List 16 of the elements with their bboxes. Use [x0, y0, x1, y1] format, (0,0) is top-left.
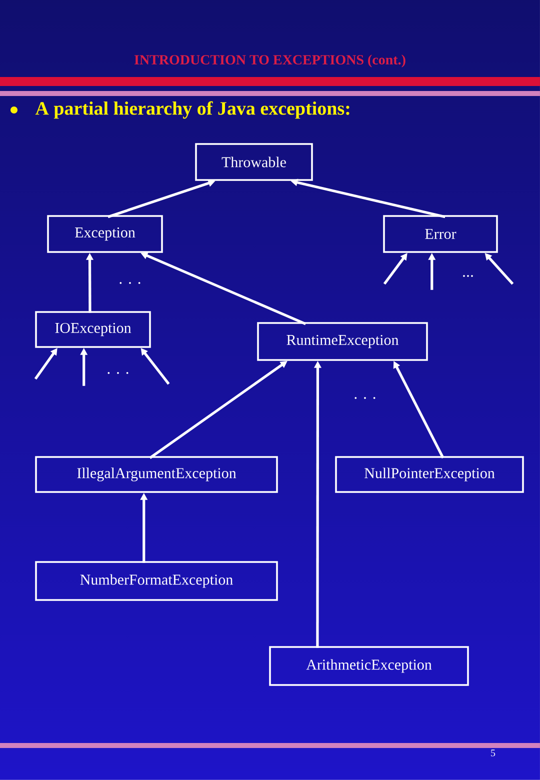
ellipsis: . . . — [354, 397, 376, 399]
class-box: NullPointerException — [335, 456, 524, 493]
class-box: Exception — [47, 215, 163, 253]
slide-title: INTRODUCTION TO EXCEPTIONS (cont.) — [134, 54, 406, 68]
ellipsis: ... — [463, 275, 473, 277]
class-box: IOException — [35, 311, 151, 348]
class-box: IllegalArgumentException — [35, 456, 278, 493]
class-box: ArithmeticException — [269, 646, 469, 686]
bullet-text: A partial hierarchy of Java exceptions: — [35, 101, 350, 119]
class-box: Throwable — [195, 143, 313, 181]
class-box: Error — [383, 215, 498, 253]
class-box: RuntimeException — [257, 322, 428, 361]
ellipsis: . . . — [120, 282, 140, 284]
class-box: NumberFormatException — [35, 561, 278, 601]
ellipsis: . . . — [108, 372, 128, 374]
page-number: 5 — [491, 750, 496, 756]
